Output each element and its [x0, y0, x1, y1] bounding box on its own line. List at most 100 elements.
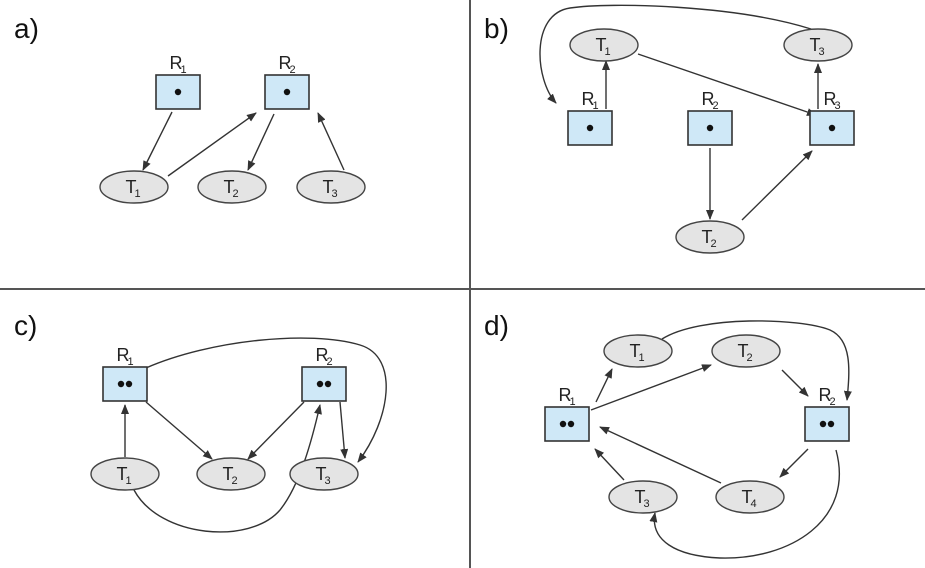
panel-d-resource-r1-label-main: R — [558, 385, 571, 405]
panel-d-transaction-t3: T3 — [608, 480, 678, 514]
edge-d-t2-to-r2 — [781, 369, 809, 397]
edge-c-r1-to-t3 — [145, 337, 387, 463]
panel-c-transaction-t1-ellipse — [90, 457, 160, 491]
panel-a-resource-r2-label-main: R — [278, 53, 291, 73]
panel-c-transaction-t1-label-sub: 1 — [125, 475, 131, 487]
edge-b-t1-to-r3 — [637, 53, 817, 116]
panel-b-transaction-t3: T3 — [783, 28, 853, 62]
panel-d-transaction-t2-ellipse — [711, 334, 781, 368]
panel-d-resource-r1-box — [544, 406, 590, 442]
panel-c-transaction-t3-label: T3 — [315, 464, 330, 487]
panel-c-transaction-t2-label-main: T — [222, 464, 233, 484]
panel-d-transaction-t4-ellipse — [715, 480, 785, 514]
panel-d-transaction-t1-label-main: T — [629, 341, 640, 361]
edge-d-t3-to-r1 — [594, 448, 625, 481]
panel-b-transaction-t1-label-sub: 1 — [604, 46, 610, 58]
panel-c-transaction-t2-ellipse — [196, 457, 266, 491]
panel-b-resource-r1-label-sub: 1 — [592, 100, 598, 112]
edge-d-t1-to-r2 — [661, 320, 852, 401]
panel-c-resource-r1-label-sub: 1 — [127, 356, 133, 368]
panel-c-transaction-t2-label-sub: 2 — [231, 475, 237, 487]
panel-b-resource-r1-label: R1 — [581, 89, 598, 112]
panel-d-resource-r2-instance-dot — [827, 420, 835, 428]
panel-c-transaction-t1-label: T1 — [116, 464, 131, 487]
panel-a-resource-r1-instance-dot — [174, 88, 182, 96]
panel-a-transaction-t1-label-main: T — [125, 177, 136, 197]
panel-a-transaction-t2-label: T2 — [223, 177, 238, 200]
panel-c-transaction-t3-label-main: T — [315, 464, 326, 484]
edge-d-t4-to-r1 — [599, 426, 722, 484]
panel-d-resource-r2: R2 — [804, 385, 850, 442]
panel-b-transaction-t2-label-main: T — [701, 227, 712, 247]
panel-d-transaction-t2: T2 — [711, 334, 781, 368]
panel-d-resource-r1-instance-dot — [567, 420, 575, 428]
panel-d-transaction-t1-label-sub: 1 — [638, 352, 644, 364]
panel-c-resource-r2: R2 — [301, 345, 347, 402]
panel-b-resource-r1-instance-dot — [586, 124, 594, 132]
panel-d-transaction-t1-ellipse — [603, 334, 673, 368]
panel-d-transaction-t4: T4 — [715, 480, 785, 514]
panel-a-resource-r2-label-sub: 2 — [289, 64, 295, 76]
panel-c-resource-r1-box — [102, 366, 148, 402]
panel-b-transaction-t3-label-main: T — [809, 35, 820, 55]
panel-d-transaction-t2-label-sub: 2 — [746, 352, 752, 364]
panel-c-resource-r2-label: R2 — [315, 345, 332, 368]
edge-a-r1-to-t1 — [142, 111, 173, 171]
edge-c-t1-to-r2 — [133, 404, 322, 533]
panel-d-transaction-t3-label-main: T — [634, 487, 645, 507]
edge-c-r1-to-t2 — [145, 401, 213, 460]
panel-d-transaction-t3-label: T3 — [634, 487, 649, 510]
panel-b-transaction-t3-ellipse — [783, 28, 853, 62]
panel-a-transaction-t1-label: T1 — [125, 177, 140, 200]
panel-a-resource-r1: R1 — [155, 53, 201, 110]
panel-c-transaction-t3: T3 — [289, 457, 359, 491]
panel-a-resource-r2: R2 — [264, 53, 310, 110]
panel-c-resource-r2-box — [301, 366, 347, 402]
panel-a-transaction-t3: T3 — [296, 170, 366, 204]
panel-b-resource-r3: R3 — [809, 89, 855, 146]
edge-c-r2-to-t3 — [339, 401, 349, 459]
panel-a-transaction-t3-label-sub: 3 — [331, 188, 337, 200]
panel-b-transaction-t1-label-main: T — [595, 35, 606, 55]
panel-a-transaction-t1: T1 — [99, 170, 169, 204]
panel-a-transaction-t3-label: T3 — [322, 177, 337, 200]
panel-b-resource-r1: R1 — [567, 89, 613, 146]
panel-a-transaction-t3-ellipse — [296, 170, 366, 204]
panel-b-resource-r3-label: R3 — [823, 89, 840, 112]
panel-c-resource-r1-label-main: R — [116, 345, 129, 365]
panel-c-resource-r2-instance-dot — [316, 380, 324, 388]
panel-d-transaction-t4-label-main: T — [741, 487, 752, 507]
panel-a-transaction-t2-label-sub: 2 — [232, 188, 238, 200]
panel-b-transaction-t3-label-sub: 3 — [818, 46, 824, 58]
edge-d-r2-to-t4 — [779, 448, 809, 478]
panel-a-transaction-t2-label-main: T — [223, 177, 234, 197]
panel-a-resource-r2-instance-dot — [283, 88, 291, 96]
panel-b-resource-r3-instance-dot — [828, 124, 836, 132]
panel-c-resource-r2-label-main: R — [315, 345, 328, 365]
panel-d-resource-r2-label: R2 — [818, 385, 835, 408]
panel-a-transaction-t2-ellipse — [197, 170, 267, 204]
panel-b-resource-r2-label: R2 — [701, 89, 718, 112]
panel-b-transaction-t1: T1 — [569, 28, 639, 62]
panel-a-transaction-t3-label-main: T — [322, 177, 333, 197]
edge-a-t1-to-r2 — [167, 112, 257, 177]
panel-b-transaction-t3-label: T3 — [809, 35, 824, 58]
panel-c-resource-r1-instance-dot — [117, 380, 125, 388]
edge-d-r1-to-t2 — [590, 364, 712, 411]
panel-d-transaction-t2-label-main: T — [737, 341, 748, 361]
panel-b-transaction-t2-ellipse — [675, 220, 745, 254]
panel-b-transaction-t1-ellipse — [569, 28, 639, 62]
panel-d-transaction-t1-label: T1 — [629, 341, 644, 364]
panel-b-resource-r2-instance-dot — [706, 124, 714, 132]
panel-c-transaction-t1-label-main: T — [116, 464, 127, 484]
panel-b-label: b) — [484, 13, 509, 44]
edge-d-r2-to-t3 — [649, 449, 841, 559]
panel-a-transaction-t1-ellipse — [99, 170, 169, 204]
panel-b-transaction-t2-label: T2 — [701, 227, 716, 250]
panel-b-resource-r3-label-sub: 3 — [834, 100, 840, 112]
panel-b-transaction-t2: T2 — [675, 220, 745, 254]
panel-c-transaction-t2: T2 — [196, 457, 266, 491]
